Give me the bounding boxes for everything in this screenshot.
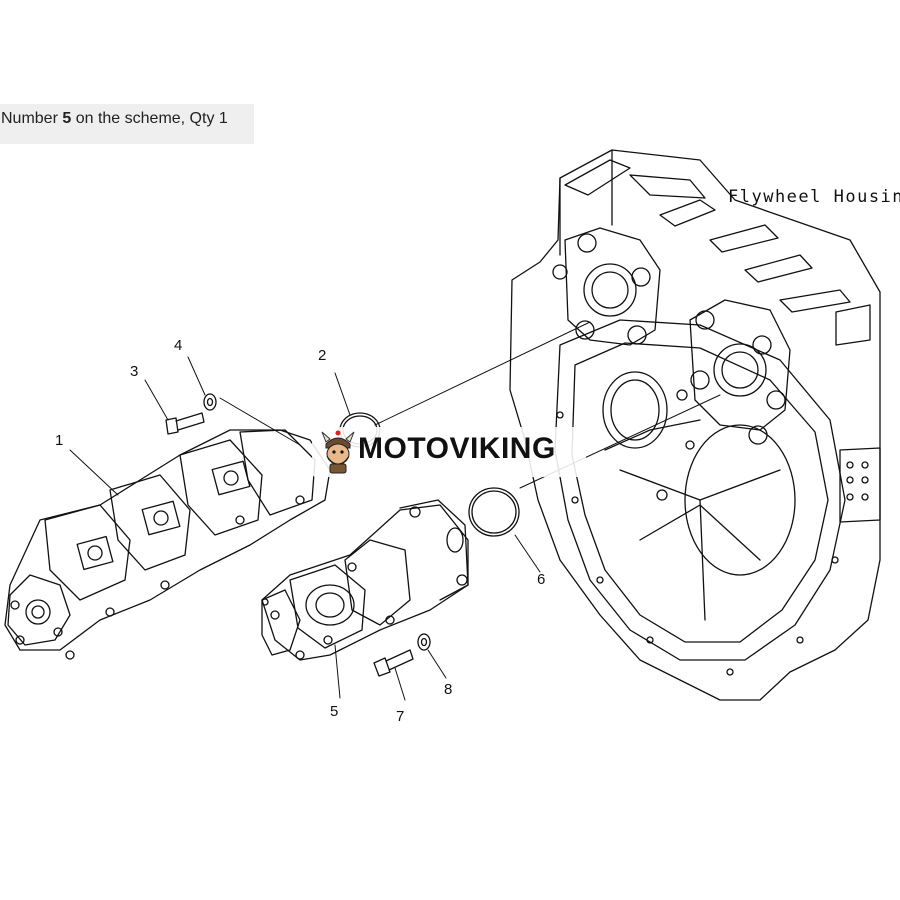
- watermark-brand-text: MOTOVIKING: [358, 432, 556, 465]
- callout-8: 8: [444, 681, 452, 698]
- caption-suffix: on the scheme, Qty 1: [71, 110, 228, 127]
- leader-lines: [69, 321, 721, 701]
- part-7-bolt: [373, 649, 414, 677]
- part-6-o-ring: [468, 487, 520, 537]
- part-4-washer: [203, 393, 217, 411]
- callout-6: 6: [537, 571, 545, 588]
- part-8-washer: [417, 633, 431, 651]
- part-3-bolt: [165, 412, 205, 435]
- callout-4: 4: [174, 337, 182, 354]
- flywheel-housing: [509, 149, 881, 701]
- caption-prefix: Number: [1, 110, 63, 127]
- watermark-backdrop: [312, 427, 586, 477]
- callout-1: 1: [55, 432, 63, 449]
- callout-2: 2: [318, 347, 326, 364]
- part-1-tandem-pump: [4, 429, 331, 660]
- callout-3: 3: [130, 363, 138, 380]
- callout-labels: 1 2 3 4 5 6 7 8: [55, 337, 545, 725]
- caption-part-number: 5: [62, 110, 72, 127]
- viking-mascot-icon: [321, 430, 355, 474]
- caption-bar: [0, 104, 254, 144]
- flywheel-housing-label: Flywheel Housin: [728, 187, 900, 207]
- callout-5: 5: [330, 703, 338, 720]
- scheme-caption: Number 5 on the scheme, Qty 1: [1, 110, 228, 128]
- callout-7: 7: [396, 708, 404, 725]
- part-5-gear-pump: [261, 499, 469, 661]
